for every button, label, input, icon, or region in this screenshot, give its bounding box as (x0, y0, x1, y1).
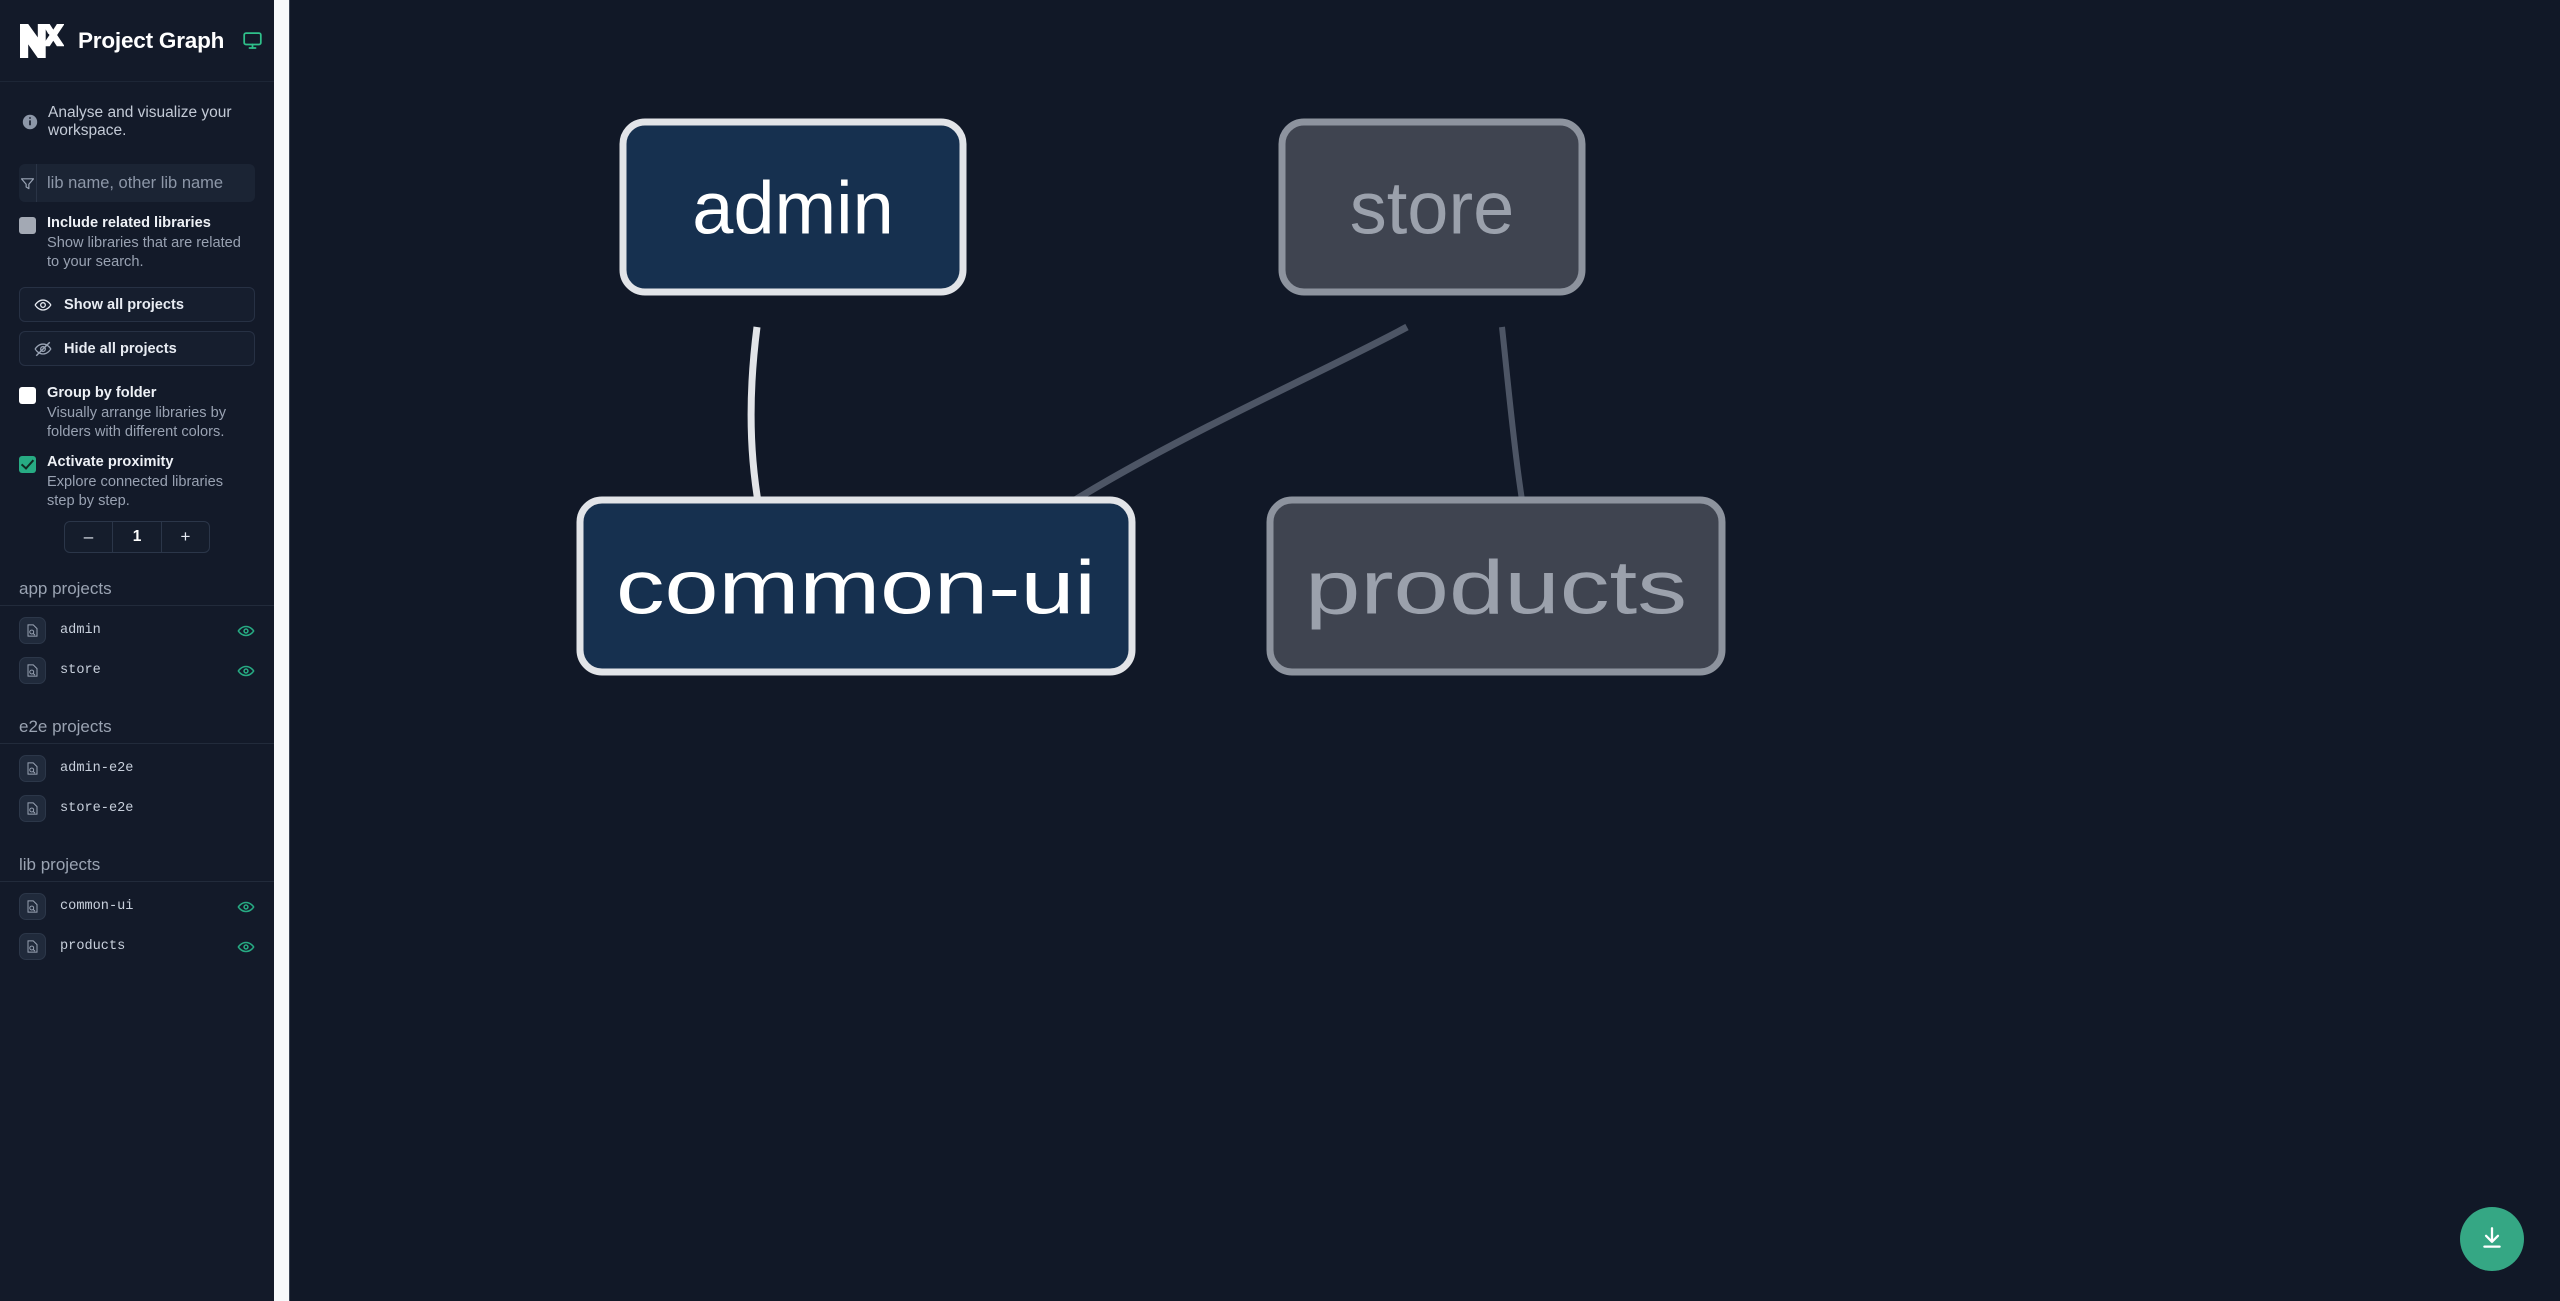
sidebar: Project Graph Analyse and visualize your… (0, 0, 274, 1301)
hide-all-projects-button[interactable]: Hide all projects (19, 331, 255, 367)
proximity-stepper: – 1 + (0, 520, 274, 553)
project-name: admin-e2e (60, 761, 134, 777)
proximity-increment-button[interactable]: + (161, 521, 209, 552)
project-name: store (60, 663, 101, 679)
project-icon (19, 933, 46, 961)
sidebar-header: Project Graph (0, 0, 274, 82)
include-related-libraries-checkbox[interactable] (19, 217, 36, 234)
activate-proximity-checkbox[interactable] (19, 456, 36, 474)
project-row-admin[interactable]: admin (0, 611, 274, 651)
info-icon (22, 114, 38, 130)
graph-node-common-ui[interactable]: common-ui (576, 496, 1136, 676)
proximity-decrement-button[interactable]: – (65, 521, 113, 552)
group-heading: e2e projects (0, 717, 274, 744)
project-row-admin-e2e[interactable]: admin-e2e (0, 749, 274, 789)
project-name: common-ui (60, 899, 134, 915)
search-input[interactable] (37, 164, 255, 202)
project-icon (19, 893, 46, 921)
graph-node-label: products (1305, 546, 1687, 631)
group-app-projects: app projects admin (0, 579, 274, 691)
project-name: store-e2e (60, 801, 134, 817)
option-description: Show libraries that are related to your … (47, 235, 241, 270)
project-icon (19, 795, 46, 823)
project-row-store[interactable]: store (0, 651, 274, 691)
project-name: admin (60, 623, 101, 639)
button-label: Hide all projects (64, 340, 177, 357)
project-icon (19, 617, 46, 645)
graph-node-admin[interactable]: admin (619, 118, 967, 296)
option-label: Activate proximity (47, 454, 174, 471)
button-label: Show all projects (64, 296, 185, 313)
group-heading: app projects (0, 579, 274, 606)
project-row-common-ui[interactable]: common-ui (0, 887, 274, 927)
download-icon (2479, 1225, 2505, 1254)
group-heading: lib projects (0, 855, 274, 882)
nx-logo-icon (18, 20, 64, 62)
project-icon (19, 755, 46, 783)
group-by-folder-checkbox[interactable] (19, 387, 36, 405)
search-field[interactable] (19, 164, 255, 202)
eye-icon (34, 296, 52, 314)
project-graph: admin store common-ui products (576, 118, 1726, 676)
group-lib-projects: lib projects common-ui (0, 855, 274, 967)
option-include-related-libraries[interactable]: Include related libraries Show libraries… (0, 202, 274, 271)
proximity-value: 1 (132, 527, 142, 545)
option-group-by-folder[interactable]: Group by folder Visually arrange librari… (0, 366, 274, 441)
show-all-projects-button[interactable]: Show all projects (19, 287, 255, 323)
option-activate-proximity[interactable]: Activate proximity Explore connected lib… (0, 441, 274, 510)
page-title: Project Graph (78, 27, 225, 53)
eye-icon[interactable] (237, 938, 255, 956)
graph-node-label: store (1350, 167, 1515, 250)
project-icon (19, 657, 46, 685)
project-row-store-e2e[interactable]: store-e2e (0, 789, 274, 829)
graph-node-store[interactable]: store (1278, 118, 1586, 296)
sidebar-scrollbar[interactable] (274, 0, 290, 1301)
graph-node-products[interactable]: products (1266, 496, 1726, 676)
monitor-icon[interactable] (242, 30, 263, 51)
eye-off-icon (34, 340, 52, 358)
option-label: Group by folder (47, 385, 157, 402)
graph-node-label: common-ui (616, 546, 1096, 631)
option-label: Include related libraries (47, 215, 211, 231)
eye-icon[interactable] (237, 662, 255, 680)
graph-node-label: admin (692, 167, 894, 250)
download-graph-button[interactable] (2460, 1207, 2524, 1271)
option-description: Explore connected libraries step by step… (47, 474, 224, 509)
sidebar-tagline: Analyse and visualize your workspace. (0, 82, 274, 160)
option-description: Visually arrange libraries by folders wi… (47, 405, 226, 440)
visibility-buttons: Show all projects Hide all projects (0, 271, 274, 367)
group-e2e-projects: e2e projects admin-e2e (0, 717, 274, 829)
filter-icon (19, 164, 37, 202)
eye-icon[interactable] (237, 898, 255, 916)
project-name: products (60, 939, 126, 955)
project-row-products[interactable]: products (0, 927, 274, 967)
eye-icon[interactable] (237, 622, 255, 640)
graph-nodes: admin store common-ui products (576, 118, 1726, 676)
graph-canvas[interactable]: admin store common-ui products (290, 0, 2560, 1301)
tagline-text: Analyse and visualize your workspace. (48, 104, 232, 139)
